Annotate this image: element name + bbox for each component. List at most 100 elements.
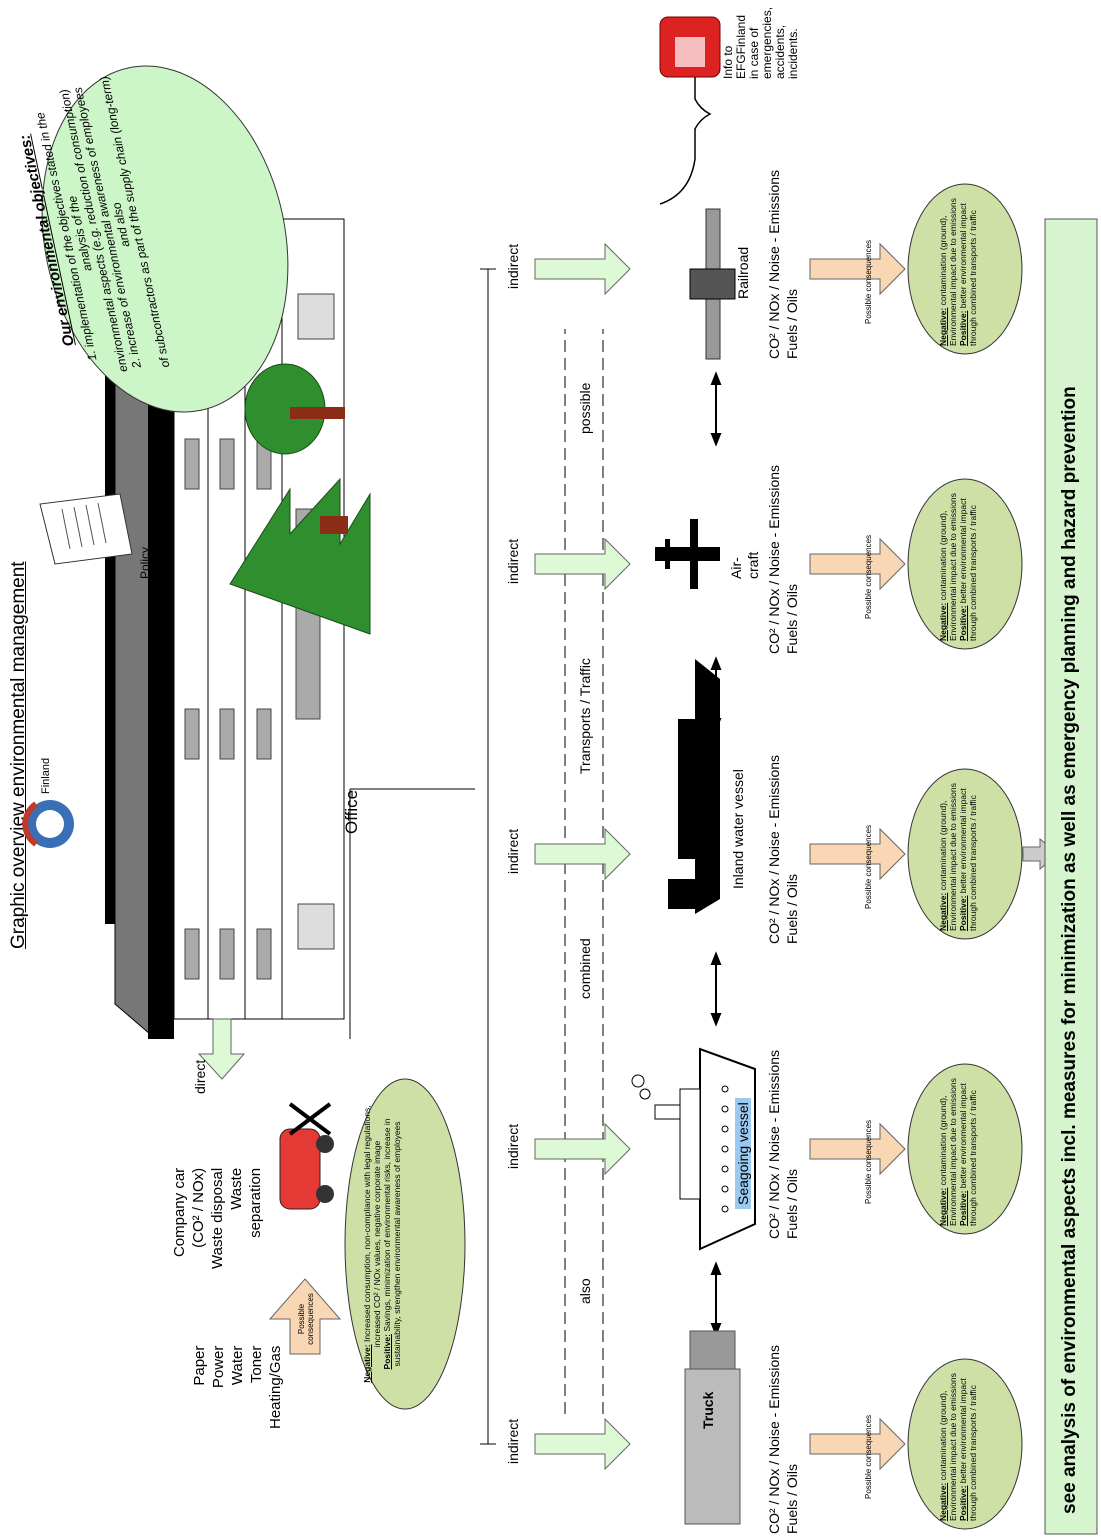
direct-item-5: separation: [247, 1167, 264, 1238]
connection-also: also: [577, 1278, 593, 1304]
seagoing-neg-text: contamination (ground),: [938, 1095, 948, 1186]
pc-label-1: Possible consequences: [864, 1414, 873, 1499]
office-negative-label: Negative:: [362, 1344, 372, 1383]
office-consequence-arrow: [268, 1278, 342, 1355]
pc-label-2: Possible consequences: [864, 1119, 873, 1204]
inland-neg-text: contamination (ground),: [938, 800, 948, 891]
footer-box: [1044, 218, 1098, 1535]
truck-line2: Environmental impact due to emissions: [948, 1373, 958, 1521]
office-consequence-label: Possible consequences: [297, 1293, 315, 1345]
truck-line4: through combined transports / traffic: [968, 1385, 978, 1521]
pine-tree-icon: [229, 477, 371, 635]
truck-pos-label: Positive:: [958, 1485, 968, 1521]
inland-line2: Environmental impact due to emissions: [948, 783, 958, 931]
aircraft-neg-text: contamination (ground),: [938, 510, 948, 601]
office-label: Office: [342, 789, 361, 834]
inland-line4: through combined transports / traffic: [968, 795, 978, 931]
office-positive-label: Positive:: [382, 1334, 392, 1370]
indirect-label-4: indirect: [505, 538, 521, 584]
aircraft-pos-label: Positive:: [958, 605, 968, 641]
seagoing-fuels-text: Fuels / Oils: [784, 1168, 800, 1239]
seagoing-line4: through combined transports / traffic: [968, 1090, 978, 1226]
efg-logo: [22, 800, 74, 848]
railroad-consequence-text: Negative: contamination (ground), Enviro…: [938, 186, 978, 346]
railroad-fuels-text: Fuels / Oils: [784, 288, 800, 359]
mode-inland-label: Inland water vessel: [730, 769, 746, 889]
indirect-label-5: indirect: [505, 243, 521, 289]
policy-document-icon: [39, 493, 133, 565]
aircraft-fuels-text: Fuels / Oils: [784, 583, 800, 654]
pc-label-4: Possible consequences: [864, 534, 873, 619]
railroad-emissions-text: CO² / NOx / Noise - Emissions: [766, 169, 782, 359]
mode-inland-emissions: CO² / NOx / Noise - Emissions Fuels / Oi…: [765, 755, 801, 944]
leaf-tree-icon: [244, 363, 345, 455]
seagoing-consequence-text: Negative: contamination (ground), Enviro…: [938, 1066, 978, 1226]
office-positive-text: Savings, minimization of environmental r…: [382, 1118, 402, 1367]
railroad-pos-label: Positive:: [958, 310, 968, 346]
pc-label-3: Possible consequences: [864, 824, 873, 909]
resource-list: Paper Power Water Toner Heating/Gas: [190, 1346, 285, 1429]
aircraft-neg-label: Negative:: [938, 602, 948, 641]
truck-icon: [684, 1330, 741, 1525]
inland-consequence-text: Negative: contamination (ground), Enviro…: [938, 771, 978, 931]
aircraft-pos-text: better environmental impact: [958, 498, 968, 604]
indirect-label-2: indirect: [505, 1123, 521, 1169]
indirect-label-3: indirect: [505, 828, 521, 874]
indirect-arrows: [534, 242, 631, 1471]
transport-consequence-arrows: [809, 242, 906, 1471]
mode-truck-label: Truck: [700, 1391, 716, 1429]
logo-text: Finland: [40, 757, 52, 794]
office-negative-text: Increased consumption, non-compliance wi…: [362, 1105, 382, 1348]
truck-consequence-text: Negative: contamination (ground), Enviro…: [938, 1361, 978, 1521]
seagoing-neg-label: Negative:: [938, 1187, 948, 1226]
direct-item-4: Waste: [228, 1167, 245, 1210]
truck-neg-label: Negative:: [938, 1482, 948, 1521]
truck-emissions-text: CO² / NOx / Noise - Emissions: [766, 1344, 782, 1534]
policy-label: Policy: [138, 546, 152, 579]
aircraft-line2: Environmental impact due to emissions: [948, 493, 958, 641]
indirect-label-1: indirect: [505, 1418, 521, 1464]
railroad-line4: through combined transports / traffic: [968, 210, 978, 346]
direct-arrow: [197, 1018, 246, 1080]
aircraft-line4: through combined transports / traffic: [968, 505, 978, 641]
transport-consequence-ellipses: [907, 183, 1023, 1530]
objectives-ellipse: [41, 65, 289, 413]
direct-item-3: Waste disposal: [209, 1167, 226, 1269]
resource-paper: Paper: [191, 1345, 208, 1386]
inland-pos-text: better environmental impact: [958, 788, 968, 894]
inland-pos-label: Positive:: [958, 895, 968, 931]
seagoing-line2: Environmental impact due to emissions: [948, 1078, 958, 1226]
connection-transports: Transports / Traffic: [577, 658, 593, 774]
mode-truck-emissions: CO² / NOx / Noise - Emissions Fuels / Oi…: [765, 1345, 801, 1534]
company-car-icon: [279, 1102, 334, 1210]
railroad-neg-text: contamination (ground),: [938, 215, 948, 306]
resource-toner: Toner: [248, 1345, 265, 1384]
connection-possible: possible: [577, 382, 593, 434]
emergency-line-6: incidents.: [786, 28, 800, 79]
inland-neg-label: Negative:: [938, 892, 948, 931]
railroad-icon: [689, 208, 736, 360]
direct-label: direct: [192, 1059, 208, 1094]
truck-neg-text: contamination (ground),: [938, 1390, 948, 1481]
aircraft-icon: [655, 519, 720, 589]
railroad-line2: Environmental impact due to emissions: [948, 198, 958, 346]
mode-aircraft-label-2: craft: [745, 551, 761, 579]
inland-emissions-text: CO² / NOx / Noise - Emissions: [766, 754, 782, 944]
railroad-pos-text: better environmental impact: [958, 203, 968, 309]
resource-water: Water: [229, 1345, 246, 1386]
mode-seagoing-emissions: CO² / NOx / Noise - Emissions Fuels / Oi…: [765, 1050, 801, 1239]
aircraft-consequence-text: Negative: contamination (ground), Enviro…: [938, 481, 978, 641]
truck-pos-text: better environmental impact: [958, 1378, 968, 1484]
resource-heating: Heating/Gas: [267, 1345, 284, 1429]
railroad-neg-label: Negative:: [938, 307, 948, 346]
footer-text: see analysis of environmental aspects in…: [1059, 386, 1080, 1514]
office-consequence-ellipse: [344, 1078, 466, 1410]
telephone-icon: [659, 16, 721, 78]
truck-fuels-text: Fuels / Oils: [784, 1463, 800, 1534]
seagoing-pos-text: better environmental impact: [958, 1083, 968, 1189]
pc-label-5: Possible consequences: [864, 239, 873, 324]
direct-item-2: (CO² / NOx): [190, 1167, 207, 1248]
inland-fuels-text: Fuels / Oils: [784, 873, 800, 944]
